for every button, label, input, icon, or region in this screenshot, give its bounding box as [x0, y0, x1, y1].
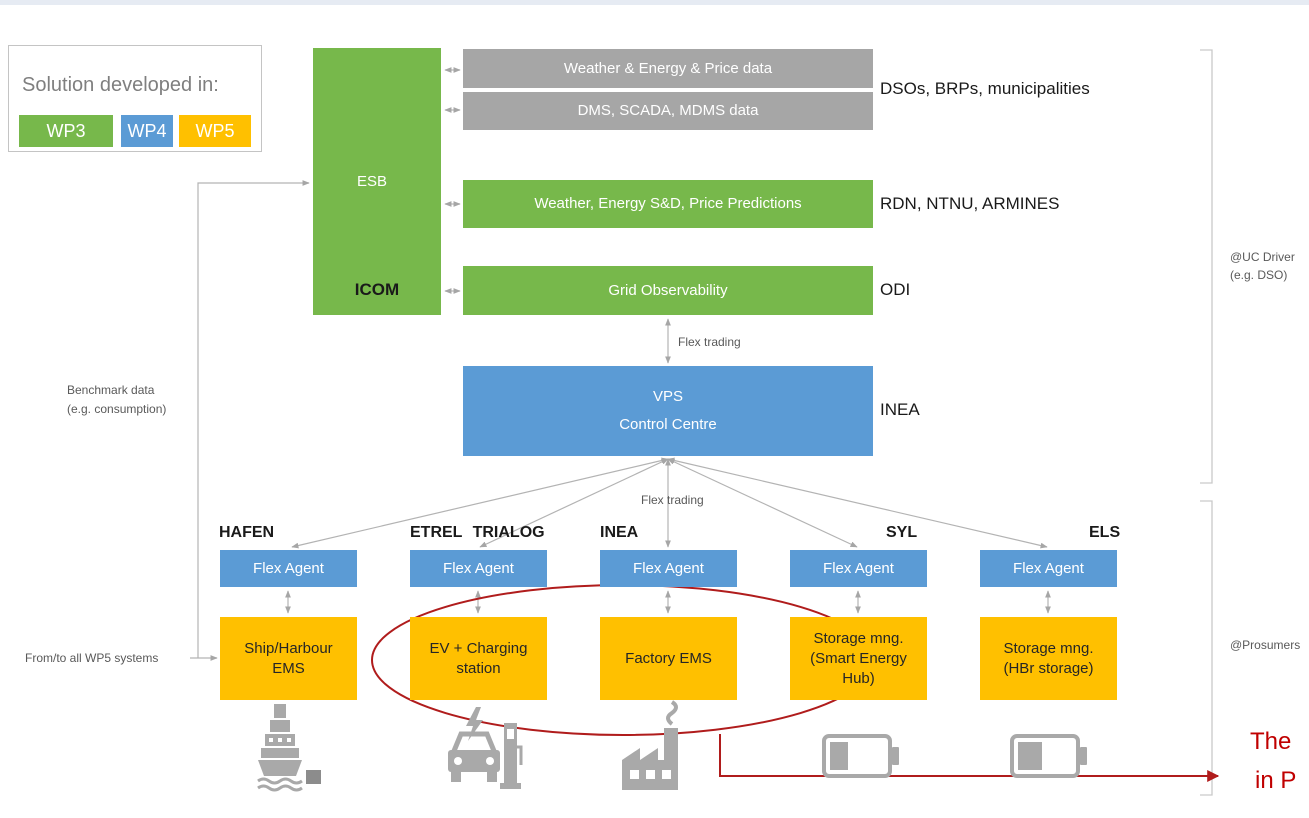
esb-icom-box: ESB ICOM — [313, 48, 441, 315]
provider-dsos: DSOs, BRPs, municipalities — [880, 79, 1090, 98]
scope-prosumers: @Prosumers — [1230, 638, 1301, 652]
vps-title: VPS — [652, 388, 683, 405]
note-benchmark-data: Benchmark data — [67, 383, 155, 397]
factory-icon — [622, 700, 678, 790]
vps-control-centre: VPS Control Centre — [463, 366, 873, 456]
scope-uc-driver: @UC Driver — [1230, 250, 1295, 264]
link-benchmark-to-esb — [197, 180, 310, 658]
ems-line: EMS — [272, 659, 305, 677]
bracket-prosumers — [1200, 500, 1213, 796]
ems-storage-hbr: Storage mng. (HBr storage) — [980, 617, 1117, 700]
bracket-uc-driver — [1200, 49, 1213, 484]
legend-title: Solution developed in: — [22, 74, 219, 96]
service-predictions: Weather, Energy S&D, Price Predictions — [463, 180, 873, 228]
flex-agent-inea: Flex Agent — [600, 550, 737, 587]
esb-label: ESB — [356, 173, 387, 190]
ems-line: Ship/Harbour — [244, 639, 333, 657]
provider-rdn: RDN, NTNU, ARMINES — [880, 194, 1060, 213]
partner-label-hafen: HAFEN — [219, 524, 275, 541]
provider-inea: INEA — [880, 400, 920, 419]
note-wp5-systems: From/to all WP5 systems — [25, 651, 159, 665]
link-vps-agent-etrel — [479, 458, 669, 548]
ship-icon — [257, 704, 321, 792]
flex-agent-els: Flex Agent — [980, 550, 1117, 587]
partner-label-etrel-trialog: ETREL TRIALOG — [410, 524, 545, 541]
ems-line: (Smart Energy — [810, 649, 907, 667]
highlight-arrow — [719, 734, 1220, 782]
provider-odi: ODI — [880, 280, 911, 299]
ems-line: station — [456, 659, 501, 677]
callout-line-1: The — [1250, 728, 1292, 755]
service-grid-observability: Grid Observability — [463, 266, 873, 315]
flex-agent-etrel: Flex Agent — [410, 550, 547, 587]
icom-label: ICOM — [354, 280, 400, 299]
legend-chip-wp3: WP3 — [19, 115, 113, 147]
flex-agent-hafen: Flex Agent — [220, 550, 357, 587]
vps-subtitle: Control Centre — [619, 416, 717, 433]
flex-agent-label: Flex Agent — [443, 559, 514, 577]
battery-low-icon — [822, 734, 899, 778]
link-vps-agent-els — [667, 457, 1048, 549]
top-strip — [0, 0, 1309, 5]
ems-line: EV + Charging — [429, 639, 528, 657]
label-flex-trading-lower: Flex trading — [641, 493, 704, 507]
service-label: Grid Observability — [608, 281, 728, 299]
ems-line: (HBr storage) — [1003, 659, 1094, 677]
battery-low-icon — [1010, 734, 1087, 778]
ems-line: Factory EMS — [625, 649, 712, 667]
callout-line-2: in P — [1255, 767, 1297, 794]
ems-factory: Factory EMS — [600, 617, 737, 700]
note-benchmark-example: (e.g. consumption) — [67, 402, 167, 416]
flex-agent-label: Flex Agent — [1013, 559, 1084, 577]
flex-agent-syl: Flex Agent — [790, 550, 927, 587]
service-label: DMS, SCADA, MDMS data — [577, 102, 759, 119]
service-dms-scada-mdms-data: DMS, SCADA, MDMS data — [463, 92, 873, 130]
label-flex-trading-upper: Flex trading — [678, 335, 741, 349]
ems-ev-charging: EV + Charging station — [410, 617, 547, 700]
ems-line: Hub) — [842, 669, 875, 687]
flex-agent-label: Flex Agent — [633, 559, 704, 577]
legend: Solution developed in: WP3 WP4 WP5 — [8, 45, 262, 152]
flex-agent-label: Flex Agent — [823, 559, 894, 577]
service-label: Weather & Energy & Price data — [563, 59, 773, 77]
legend-chip-wp4: WP4 — [121, 115, 173, 147]
service-weather-energy-price-data: Weather & Energy & Price data — [463, 49, 873, 88]
ems-line: Storage mng. — [1003, 639, 1094, 657]
ems-ship-harbour: Ship/Harbour EMS — [220, 617, 357, 700]
partner-label-syl: SYL — [886, 524, 918, 541]
flex-agent-label: Flex Agent — [253, 559, 324, 577]
partner-label-inea: INEA — [600, 524, 639, 541]
legend-chip-wp5: WP5 — [179, 115, 251, 147]
ev-charging-icon — [448, 707, 523, 789]
partner-label-els: ELS — [1089, 524, 1121, 541]
service-label: Weather, Energy S&D, Price Predictions — [534, 195, 802, 212]
ems-line: Storage mng. — [813, 629, 904, 647]
scope-uc-driver-example: (e.g. DSO) — [1230, 268, 1288, 282]
ems-storage-smart-energy-hub: Storage mng. (Smart Energy Hub) — [790, 617, 927, 700]
